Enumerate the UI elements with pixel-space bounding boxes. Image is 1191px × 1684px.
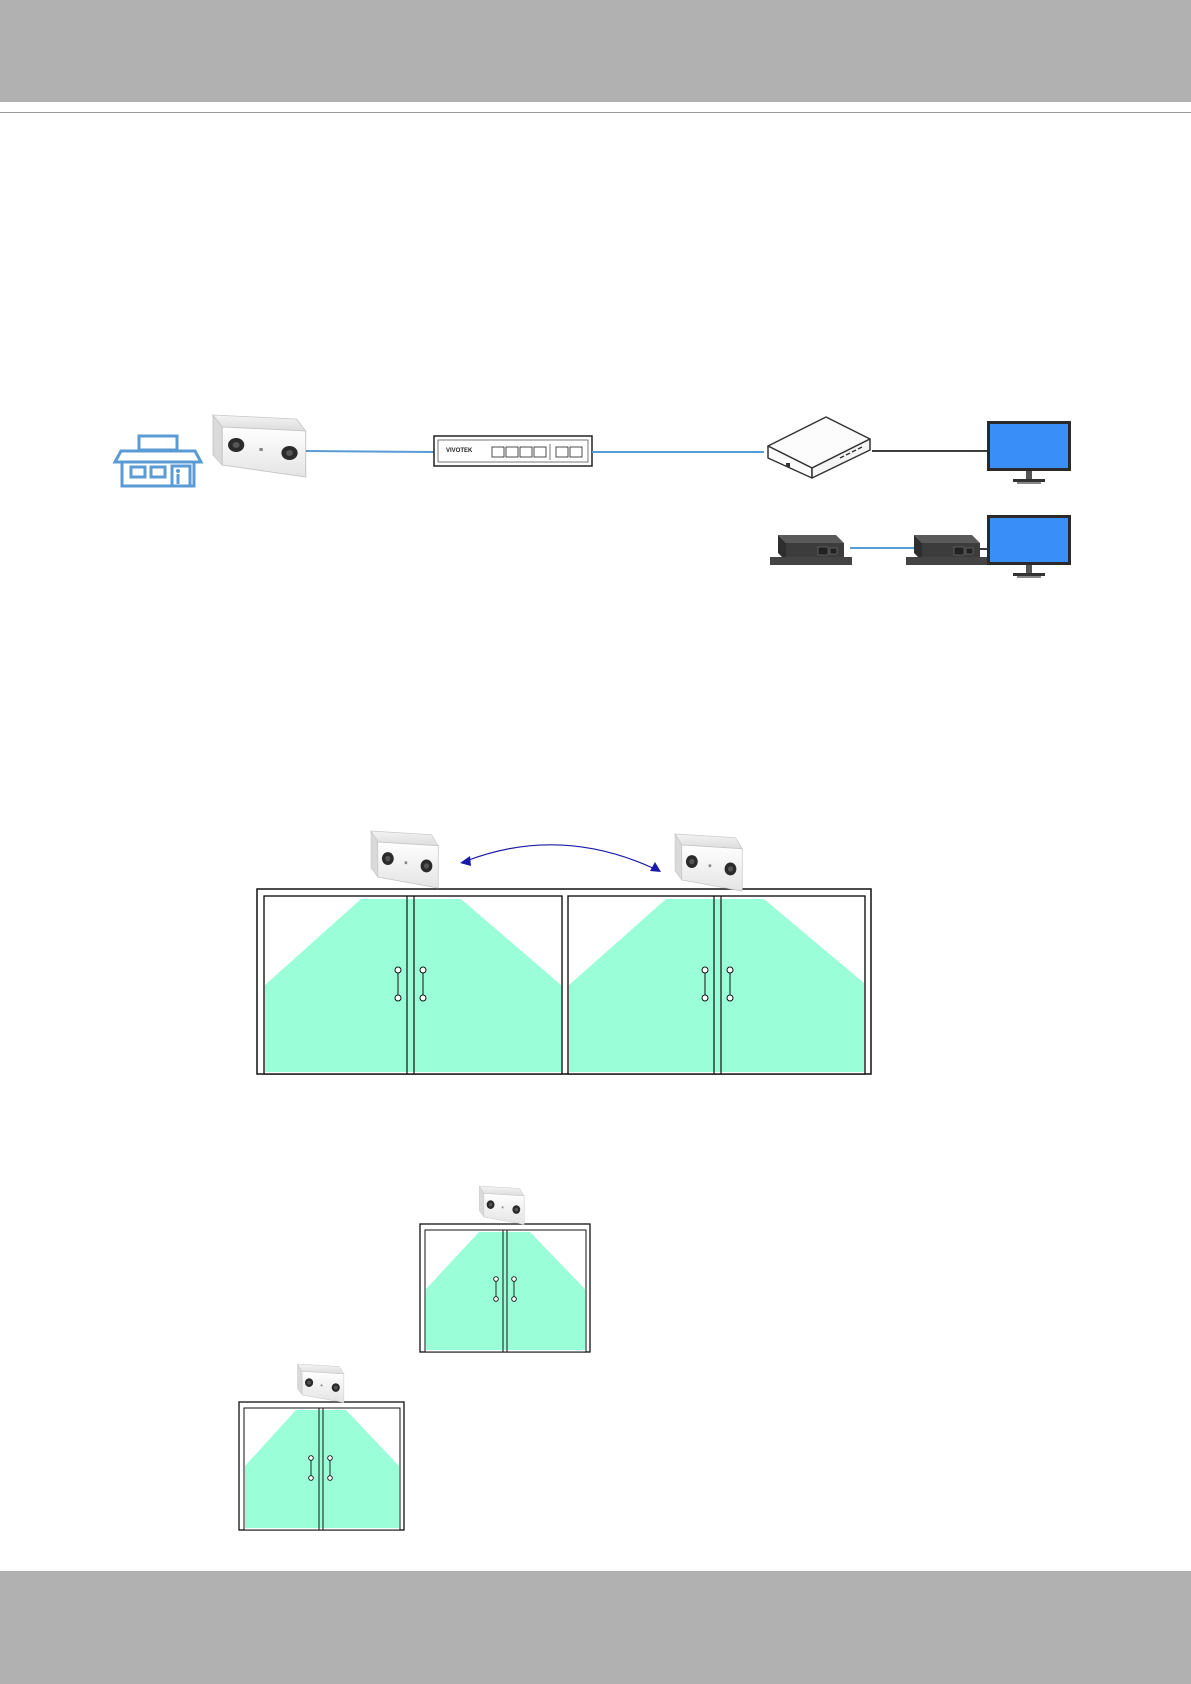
double-door-right bbox=[568, 896, 865, 1074]
people-counter-camera-right bbox=[675, 834, 742, 891]
double-door-left bbox=[264, 896, 562, 1074]
dual-camera-entrance-diagram bbox=[257, 831, 871, 1074]
monitor-top bbox=[987, 421, 1071, 484]
single-camera-door-diagram-a bbox=[420, 1186, 590, 1352]
switch-brand-label: VIVOTEK bbox=[446, 448, 473, 454]
people-counter-camera bbox=[213, 415, 306, 477]
stitching-arrow bbox=[460, 845, 661, 872]
topology-diagram: VIVOTEK bbox=[115, 415, 1071, 578]
hdmi-extender-receiver bbox=[906, 535, 988, 565]
people-counter-camera-left bbox=[371, 831, 438, 888]
network-cable bbox=[306, 451, 434, 452]
nvr-box bbox=[768, 417, 870, 478]
monitor-bottom bbox=[987, 515, 1071, 578]
people-counter-camera bbox=[479, 1186, 524, 1224]
poe-switch: VIVOTEK bbox=[434, 436, 592, 466]
page-footer-band bbox=[0, 1571, 1191, 1684]
hdmi-extender-sender bbox=[770, 535, 852, 565]
single-camera-door-diagram-b bbox=[239, 1364, 404, 1530]
store-icon bbox=[115, 436, 201, 486]
people-counter-camera bbox=[297, 1364, 343, 1402]
